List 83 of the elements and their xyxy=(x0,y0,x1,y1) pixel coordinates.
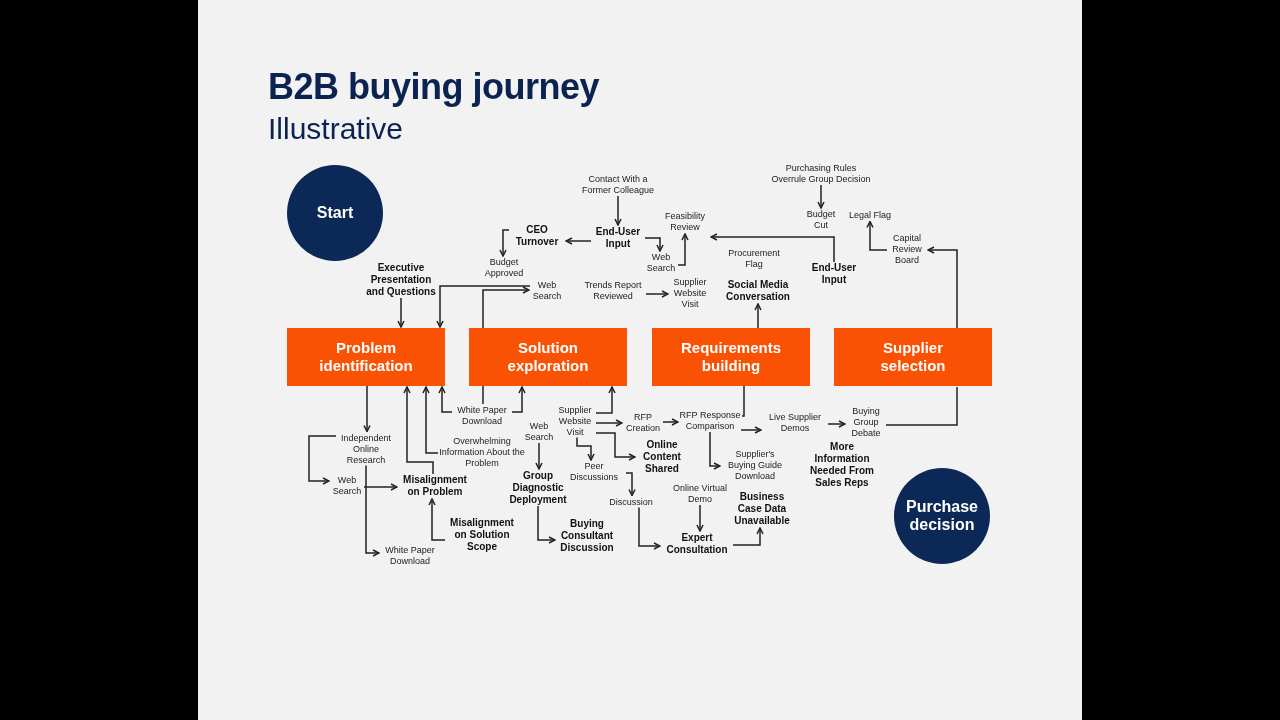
arrow xyxy=(614,195,622,226)
arrow xyxy=(436,285,531,328)
arrow xyxy=(363,483,398,491)
step-label: Live Supplier Demos xyxy=(762,412,828,434)
step-label: Independent Online Research xyxy=(336,432,396,466)
arrow xyxy=(625,472,636,497)
step-label: Budget Approved xyxy=(480,257,528,279)
arrow xyxy=(732,527,764,546)
arrow xyxy=(397,297,405,328)
arrow xyxy=(662,418,679,426)
key-event-label: Expert Consultation xyxy=(661,532,733,556)
arrow xyxy=(576,436,595,461)
step-label: Contact With a Former Colleague xyxy=(577,174,659,196)
key-event-label: Business Case Data Unavailable xyxy=(730,491,794,527)
step-label: Trends Report Reviewed xyxy=(580,280,646,302)
arrow xyxy=(817,184,825,209)
title: B2B buying journey xyxy=(268,66,600,108)
stage-box: Supplier selection xyxy=(834,328,992,386)
arrow xyxy=(927,246,958,329)
key-event-label: Buying Consultant Discussion xyxy=(556,518,618,554)
step-label: Discussion xyxy=(606,496,656,508)
arrow xyxy=(866,220,888,251)
step-label: Supplier Website Visit xyxy=(669,276,711,310)
arrow xyxy=(565,237,592,245)
step-label: Supplier Website Visit xyxy=(554,404,596,438)
arrow xyxy=(537,505,556,544)
arrow xyxy=(438,386,453,413)
arrow xyxy=(595,432,636,461)
connector-line xyxy=(482,385,484,405)
arrow xyxy=(710,233,835,263)
arrow xyxy=(740,426,762,434)
key-event-label: Misalignment on Problem xyxy=(398,474,472,498)
arrow xyxy=(428,498,446,541)
key-event-label: End-User Input xyxy=(807,262,861,286)
arrow xyxy=(511,386,526,413)
arrow xyxy=(422,386,439,454)
arrow xyxy=(644,237,664,252)
step-label: Procurement Flag xyxy=(723,248,785,270)
step-label: Legal Flag xyxy=(845,209,895,221)
arrow xyxy=(308,435,337,485)
step-label: White Paper Download xyxy=(452,405,512,427)
key-event-label: Social Media Conversation xyxy=(720,279,796,303)
arrow xyxy=(696,504,704,532)
stage-box: Problem identification xyxy=(287,328,445,386)
key-event-label: End-User Input xyxy=(591,226,645,250)
arrow xyxy=(482,286,530,329)
step-label: Capital Review Board xyxy=(887,232,927,266)
subtitle: Illustrative xyxy=(268,112,404,146)
step-label: Budget Cut xyxy=(804,209,838,231)
key-event-label: Misalignment on Solution Scope xyxy=(445,517,519,553)
step-label: Purchasing Rules Overrule Group Decision xyxy=(771,163,871,185)
arrow xyxy=(645,290,669,298)
step-label: Web Search xyxy=(530,280,564,302)
key-event-label: Executive Presentation and Questions xyxy=(363,262,439,298)
arrow xyxy=(709,431,721,470)
arrow xyxy=(535,442,543,470)
step-label: RFP Creation xyxy=(623,412,663,434)
key-event-label: Online Content Shared xyxy=(636,439,688,475)
connector-line xyxy=(741,385,745,417)
step-label: Buying Group Debate xyxy=(846,405,886,439)
arrow xyxy=(365,464,380,557)
step-label: Web Search xyxy=(644,252,678,274)
stage-box: Requirements building xyxy=(652,328,810,386)
arrow xyxy=(638,506,661,550)
step-label: Feasibility Review xyxy=(660,211,710,233)
step-label: Web Search xyxy=(330,475,364,497)
step-label: Supplier's Buying Guide Download xyxy=(721,448,789,482)
arrow xyxy=(827,420,846,428)
arrow xyxy=(499,229,510,257)
arrow xyxy=(754,303,762,329)
arrow xyxy=(403,386,434,475)
step-label: Online Virtual Demo xyxy=(667,483,733,505)
step-label: White Paper Download xyxy=(380,545,440,567)
connector-line xyxy=(885,386,958,426)
stage-box: Solution exploration xyxy=(469,328,627,386)
key-event-label: More Information Needed From Sales Reps xyxy=(802,441,882,489)
key-event-label: CEO Turnover xyxy=(509,224,565,248)
step-label: RFP Response Comparison xyxy=(679,410,741,432)
arrow xyxy=(595,386,616,414)
arrow xyxy=(595,419,623,427)
arrow xyxy=(677,233,689,266)
arrow xyxy=(363,385,371,433)
step-label: Peer Discussions xyxy=(562,461,626,483)
